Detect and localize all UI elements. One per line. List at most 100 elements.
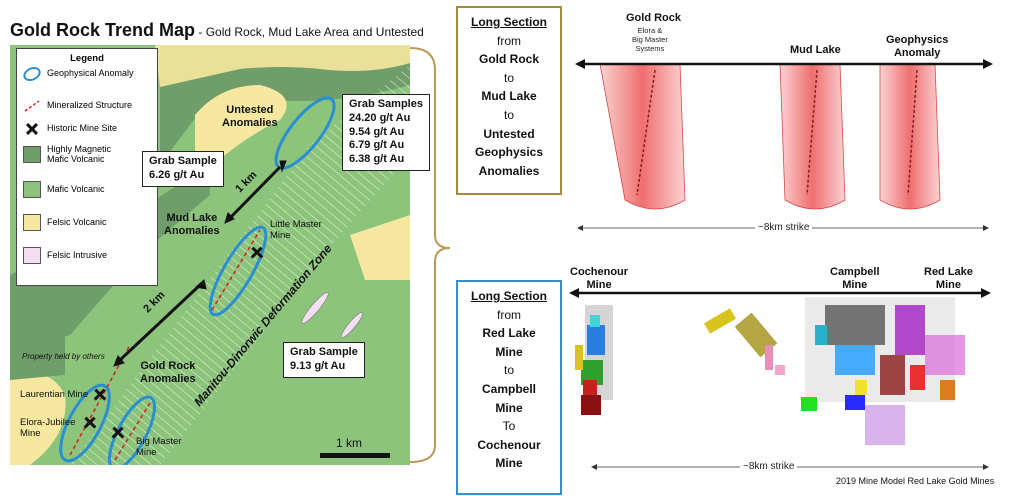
property-block xyxy=(10,285,65,380)
box-line: from xyxy=(497,33,521,48)
property-note: Property held by others xyxy=(22,352,105,361)
box-line: Campbell xyxy=(481,381,536,396)
legend-label: Felsic Volcanic xyxy=(47,216,107,227)
swatch-icon xyxy=(23,247,41,264)
big-master-mine-label: Big Master Mine xyxy=(136,436,182,458)
anomaly-gold-rock-east xyxy=(108,395,156,465)
map-title-main: Gold Rock Trend Map xyxy=(10,20,196,40)
grab-sample-value: 9.54 g/t Au xyxy=(349,125,405,138)
legend-label: Mineralized Structure xyxy=(47,100,133,111)
box-line: Untested xyxy=(483,126,535,141)
untested-anomalies-label: Untested Anomalies xyxy=(222,104,278,129)
elora-jubilee-mine-icon xyxy=(83,416,97,429)
strike-arrow-left-icon xyxy=(591,464,597,470)
box-line: to xyxy=(503,70,514,85)
grab-sample-right-callout: Grab Sample 9.13 g/t Au xyxy=(283,342,365,378)
map-title: Gold Rock Trend Map - Gold Rock, Mud Lak… xyxy=(10,20,424,41)
long-section-top-box: Long Section from Gold Rock to Mud Lake … xyxy=(456,6,562,195)
map-subtitle: - Gold Rock, Mud Lake Area and Untested xyxy=(195,25,424,39)
little-master-mine-icon xyxy=(250,246,264,259)
bottom-strike-label: ~8km strike xyxy=(740,461,798,472)
legend-felsic-volcanic: Felsic Volcanic xyxy=(23,214,107,231)
grab-sample-right-title: Grab Sample xyxy=(290,346,358,358)
legend-label: Mafic Volcanic xyxy=(47,183,105,194)
mud-lake-anomaly-body xyxy=(779,63,846,210)
box-line: Cochenour xyxy=(477,437,541,452)
deformation-zone xyxy=(70,65,410,465)
legend-mineralized-structure: Mineralized Structure xyxy=(23,99,132,113)
bracket-path xyxy=(410,47,451,463)
grab-sample-value: 6.38 g/t Au xyxy=(349,153,405,165)
box-line: Mine xyxy=(495,456,523,471)
scale-bar xyxy=(320,453,390,458)
ellipse-icon xyxy=(23,67,41,81)
swatch-icon xyxy=(23,214,41,231)
legend-historic-mine: Historic Mine Site xyxy=(23,121,117,137)
swatch-icon xyxy=(23,181,41,198)
box-line: Anomalies xyxy=(478,163,540,178)
long-section-bottom-box: Long Section from Red Lake Mine to Campb… xyxy=(456,280,562,495)
highly-magnetic-area xyxy=(160,45,410,165)
little-master-mine-label: Little Master Mine xyxy=(270,219,322,241)
box-heading: Long Section xyxy=(471,289,547,303)
gold-rock-section-label: Gold Rock xyxy=(626,12,682,24)
grab-samples-callout: Grab Samples 24.20 g/t Au 9.54 g/t Au 6.… xyxy=(342,94,430,171)
arrow-right-icon xyxy=(983,59,993,69)
mine-model-caption: 2019 Mine Model Red Lake Gold Mines xyxy=(836,476,995,486)
grab-sample-right-value: 9.13 g/t Au xyxy=(290,359,346,372)
felsic-intrusive-2 xyxy=(341,312,363,338)
felsic-volcanic-sw xyxy=(10,372,66,465)
big-master-mine-icon xyxy=(111,426,125,439)
strike-arrow-right-icon xyxy=(983,464,989,470)
legend-geophysical-anomaly: Geophysical Anomaly xyxy=(23,67,134,81)
strike-arrow-left-icon xyxy=(577,225,583,231)
red-lake-mine-label: Red Lake Mine xyxy=(924,266,973,291)
box-line: Mine xyxy=(495,400,523,415)
grab-sample-left-title: Grab Sample xyxy=(149,155,217,167)
top-long-section xyxy=(575,59,993,231)
elora-jubilee-mine-label: Elora-Jubilee Mine xyxy=(20,417,76,439)
felsic-intrusive-1 xyxy=(301,292,329,324)
legend-label: Historic Mine Site xyxy=(47,123,118,134)
strike-arrow-right-icon xyxy=(983,225,989,231)
laurentian-mine-label: Laurentian Mine xyxy=(20,389,89,400)
mine-model-blobs xyxy=(575,297,965,445)
legend-label: Felsic Intrusive xyxy=(47,249,108,260)
dashed-line-icon xyxy=(24,100,40,112)
swatch-icon xyxy=(23,146,41,164)
anomaly-gold-rock-west xyxy=(59,383,111,463)
box-line: Mine xyxy=(495,344,523,359)
mine-site-icons xyxy=(83,246,264,439)
grab-sample-left-callout: Grab Sample 6.26 g/t Au xyxy=(142,151,224,187)
campbell-mine-label: Campbell Mine xyxy=(830,266,880,291)
legend-label: Geophysical Anomaly xyxy=(47,68,134,79)
geophysics-anomaly-body xyxy=(879,63,941,210)
box-heading: Long Section xyxy=(471,15,547,29)
pickaxe-icon xyxy=(25,122,39,136)
box-line: To xyxy=(502,419,516,434)
felsic-volcanic-north xyxy=(155,45,410,87)
mud-lake-section-label: Mud Lake xyxy=(790,44,841,56)
anomaly-mud-lake xyxy=(208,225,268,317)
legend-mafic-volcanic: Mafic Volcanic xyxy=(23,181,105,198)
cochenour-mine-label: Cochenour Mine xyxy=(570,266,629,291)
grab-samples-title: Grab Samples xyxy=(349,98,423,110)
box-line: Geophysics xyxy=(474,145,544,160)
mineralized-structure-mud-lake xyxy=(211,229,261,311)
brackets xyxy=(410,47,451,463)
grab-sample-value: 24.20 g/t Au xyxy=(349,111,411,124)
box-line: Gold Rock xyxy=(478,52,539,67)
arrow-right-icon xyxy=(981,288,991,298)
box-line: Red Lake xyxy=(482,326,536,341)
legend-highly-magnetic: Highly Magnetic Mafic Volcanic xyxy=(23,144,111,165)
legend-heading: Legend xyxy=(70,53,104,64)
box-line: to xyxy=(503,363,514,378)
legend-felsic-intrusive: Felsic Intrusive xyxy=(23,247,107,264)
gold-rock-anomalies-label: Gold Rock Anomalies xyxy=(140,360,196,385)
box-line: from xyxy=(497,307,521,322)
gold-rock-anomaly-body xyxy=(599,63,686,210)
arrow-left-icon xyxy=(569,288,579,298)
scale-bar-label: 1 km xyxy=(336,436,363,450)
grab-sample-left-value: 6.26 g/t Au xyxy=(149,168,205,181)
top-strike-label: ~8km strike xyxy=(755,222,813,233)
